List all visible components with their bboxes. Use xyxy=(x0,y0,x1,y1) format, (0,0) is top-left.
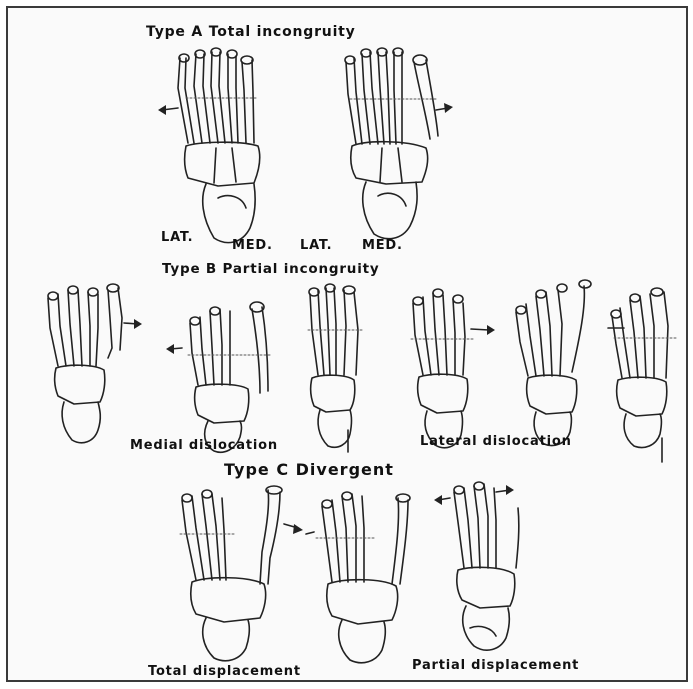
label-lat-2: LAT. xyxy=(300,238,332,253)
type-a-foot-medial xyxy=(326,44,456,249)
label-med-2: MED. xyxy=(362,238,403,253)
figure-frame: Type A Total incongruity xyxy=(6,6,688,682)
type-c-title: Type C Divergent xyxy=(224,460,394,479)
type-b-foot-1 xyxy=(38,278,138,448)
type-a-title: Type A Total incongruity xyxy=(146,24,356,40)
label-med-1: MED. xyxy=(232,238,273,253)
type-c-foot-1 xyxy=(168,486,308,666)
type-b-foot-5 xyxy=(506,276,606,451)
type-c-foot-2 xyxy=(302,488,442,668)
type-c-foot-3 xyxy=(436,478,546,668)
medial-dislocation-caption: Medial dislocation xyxy=(130,438,278,453)
lateral-dislocation-caption: Lateral dislocation xyxy=(420,434,572,449)
label-lat-1: LAT. xyxy=(161,230,193,245)
type-b-foot-6 xyxy=(604,278,684,468)
type-a-foot-lateral xyxy=(158,48,288,253)
type-b-foot-3 xyxy=(300,280,370,455)
type-b-title: Type B Partial incongruity xyxy=(162,261,379,277)
type-b-foot-2 xyxy=(168,293,278,448)
total-displacement-caption: Total displacement xyxy=(148,664,301,679)
partial-displacement-caption: Partial displacement xyxy=(412,658,579,673)
type-b-foot-4 xyxy=(403,283,503,453)
